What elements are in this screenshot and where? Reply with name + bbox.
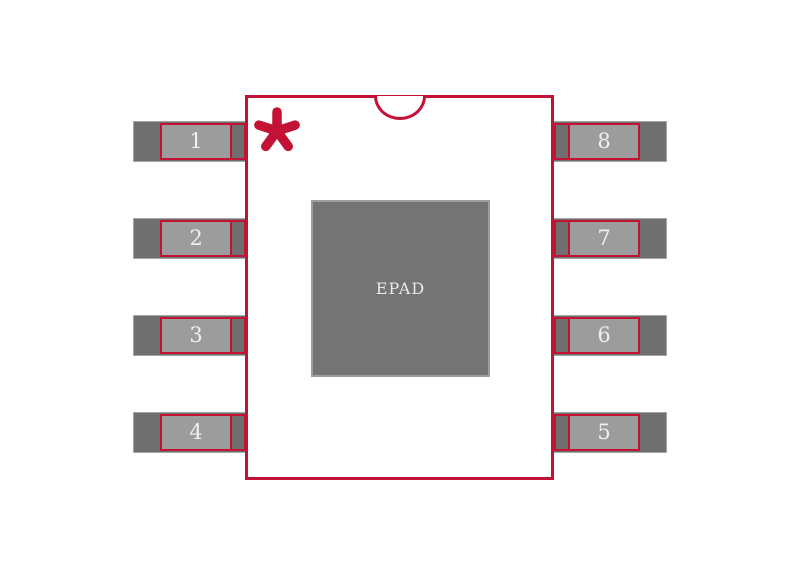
pin-2: 2 — [133, 218, 247, 259]
pin-4: 4 — [133, 412, 247, 453]
pin-8-lead: 8 — [554, 123, 640, 160]
pin-3-number: 3 — [189, 323, 203, 347]
pin-2-lead: 2 — [160, 220, 246, 257]
pin-4-lead-outer: 4 — [162, 416, 230, 449]
pin-8-lead-outer: 8 — [570, 125, 638, 158]
pin-3-lead-inner — [230, 319, 244, 352]
pin1-orientation-notch — [373, 96, 426, 120]
pin-2-lead-outer: 2 — [162, 222, 230, 255]
package-body: EPAD — [245, 95, 554, 480]
pin-6-number: 6 — [597, 323, 611, 347]
exposed-pad-label: EPAD — [375, 279, 426, 298]
pin1-marker-icon — [254, 107, 300, 152]
pin-6-lead: 6 — [554, 317, 640, 354]
pin-6: 6 — [553, 315, 667, 356]
pin-1-lead-inner — [230, 125, 244, 158]
pin-5: 5 — [553, 412, 667, 453]
pin-5-lead: 5 — [554, 414, 640, 451]
pin-4-lead: 4 — [160, 414, 246, 451]
pin-7-number: 7 — [597, 226, 611, 250]
pin-8-number: 8 — [597, 129, 611, 153]
pin-7: 7 — [553, 218, 667, 259]
pin-5-lead-outer: 5 — [570, 416, 638, 449]
pin-8: 8 — [553, 121, 667, 162]
pin-7-lead: 7 — [554, 220, 640, 257]
pin-6-lead-inner — [556, 319, 570, 352]
pin-3-lead-outer: 3 — [162, 319, 230, 352]
pin-5-number: 5 — [597, 420, 611, 444]
pin-6-lead-outer: 6 — [570, 319, 638, 352]
pin-3: 3 — [133, 315, 247, 356]
pin-4-number: 4 — [189, 420, 203, 444]
pin-7-lead-outer: 7 — [570, 222, 638, 255]
pin-2-number: 2 — [189, 226, 203, 250]
pin-1-number: 1 — [189, 129, 203, 153]
exposed-pad: EPAD — [311, 200, 490, 377]
pin-4-lead-inner — [230, 416, 244, 449]
pin-1-lead-outer: 1 — [162, 125, 230, 158]
pin-7-lead-inner — [556, 222, 570, 255]
pin-8-lead-inner — [556, 125, 570, 158]
pin-2-lead-inner — [230, 222, 244, 255]
pin-1-lead: 1 — [160, 123, 246, 160]
pin-3-lead: 3 — [160, 317, 246, 354]
pin-1: 1 — [133, 121, 247, 162]
pin-5-lead-inner — [556, 416, 570, 449]
